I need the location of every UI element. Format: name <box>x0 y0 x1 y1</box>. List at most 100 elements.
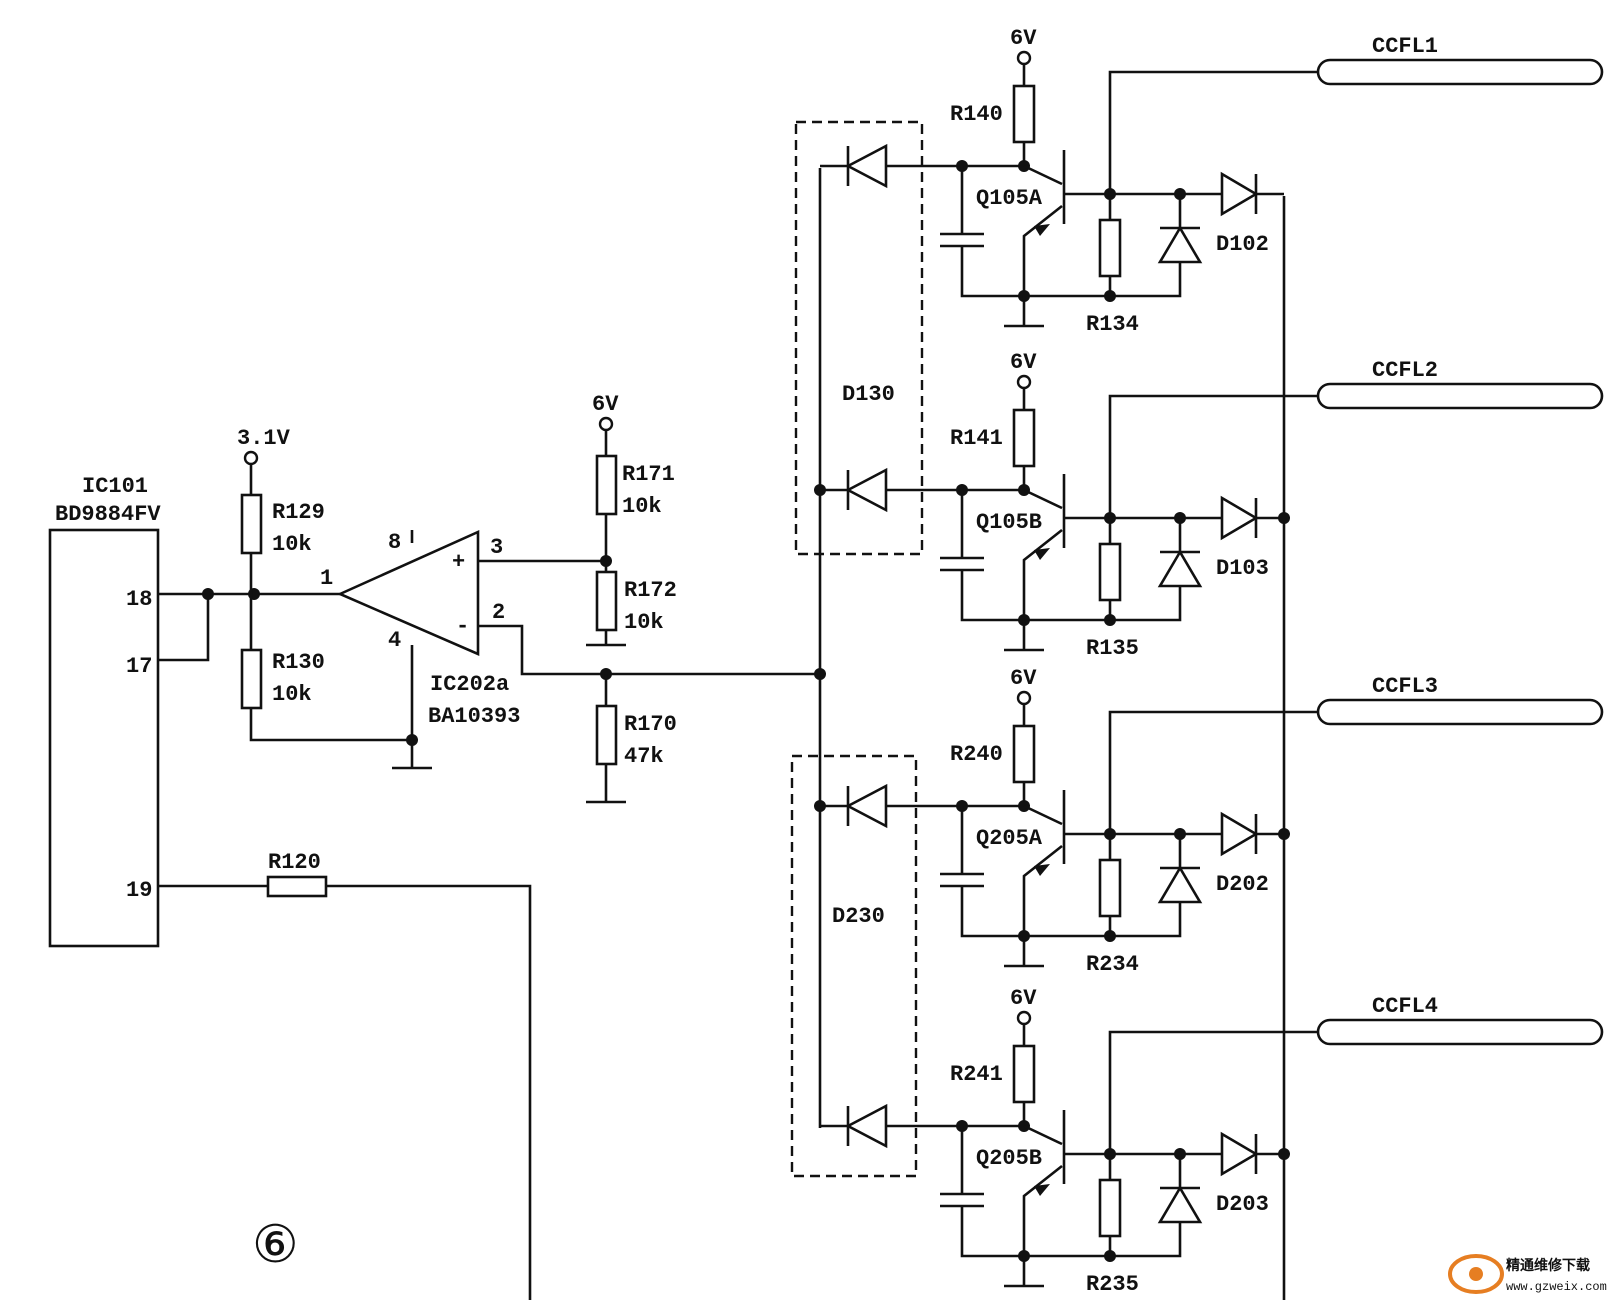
r172-ref: R172 <box>624 578 677 603</box>
collector-resistor-ref: R134 <box>1086 312 1139 337</box>
supply-label-6v: 6V <box>1010 350 1037 375</box>
opamp-name: IC202a <box>430 672 509 697</box>
r171-r172-divider: 6V R171 10k R172 10k <box>586 392 677 647</box>
figure-number: ⑥ <box>252 1215 299 1275</box>
collector-resistor-body <box>1098 858 1122 918</box>
rectifier-diode <box>1220 171 1259 217</box>
r120-body <box>266 875 328 898</box>
base-resistor-body <box>1012 84 1036 144</box>
supply-terminal-6v <box>598 416 614 432</box>
opamp-plus: + <box>452 550 465 575</box>
junction <box>600 555 612 567</box>
r129: 3.1V R129 10k <box>237 426 325 594</box>
transistor-ref: Q105A <box>976 186 1043 211</box>
base-resistor-ref: R241 <box>950 1062 1003 1087</box>
watermark-url: www.gzweix.com <box>1506 1280 1607 1294</box>
r170-body <box>595 704 618 766</box>
r172-value: 10k <box>624 610 664 635</box>
base-resistor-body <box>1012 1044 1036 1104</box>
ic101-pin-19: 19 <box>126 878 152 903</box>
junction <box>814 668 826 680</box>
opamp-pin-4: 4 <box>388 628 401 653</box>
rectifier-diode-ref: D102 <box>1216 232 1269 257</box>
collector-resistor-ref: R234 <box>1086 952 1139 977</box>
rectifier-diode-ref: D202 <box>1216 872 1269 897</box>
transistor-ref: Q205A <box>976 826 1043 851</box>
supply-terminal-6v <box>1016 690 1032 706</box>
junction <box>814 800 826 812</box>
junction <box>1278 1148 1290 1160</box>
diode-array-d130-label: D130 <box>842 382 895 407</box>
ccfl-label: CCFL4 <box>1372 994 1438 1019</box>
ccfl-lamp-icon <box>1316 382 1604 410</box>
r171-ref: R171 <box>622 462 675 487</box>
ccfl-label: CCFL1 <box>1372 34 1438 59</box>
opamp-pin-8: 8 <box>388 530 401 555</box>
opamp-pin-3: 3 <box>490 535 503 560</box>
isolation-diode <box>845 467 888 513</box>
r120-ref: R120 <box>268 850 321 875</box>
r129-body <box>240 493 263 555</box>
r129-value: 10k <box>272 532 312 557</box>
figure-number-label: ⑥ <box>252 1215 299 1275</box>
r172-body <box>595 570 618 632</box>
opamp-pin-2: 2 <box>492 600 505 625</box>
collector-resistor-ref: R135 <box>1086 636 1139 661</box>
base-resistor-ref: R140 <box>950 102 1003 127</box>
junction <box>1278 512 1290 524</box>
junction <box>814 484 826 496</box>
r129-ref: R129 <box>272 500 325 525</box>
base-resistor-ref: R240 <box>950 742 1003 767</box>
isolation-diode <box>845 1103 888 1149</box>
base-resistor-body <box>1012 408 1036 468</box>
r170: R170 47k <box>586 668 677 804</box>
ic101-body <box>48 528 160 948</box>
clamp-diode <box>1157 225 1203 264</box>
r130-ref: R130 <box>272 650 325 675</box>
isolation-diode <box>845 143 888 189</box>
ccfl-label: CCFL3 <box>1372 674 1438 699</box>
rectifier-diode-ref: D103 <box>1216 556 1269 581</box>
watermark-text: 精通维修下载 <box>1506 1257 1590 1275</box>
clamp-diode <box>1157 549 1203 588</box>
rectifier-diode <box>1220 1131 1259 1177</box>
r130: R130 10k <box>240 594 410 742</box>
diode-array-d230 <box>790 754 918 1178</box>
junction <box>1104 614 1116 626</box>
ic101-pin-18: 18 <box>126 587 152 612</box>
supply-terminal-3v1 <box>243 450 259 466</box>
base-resistor-ref: R141 <box>950 426 1003 451</box>
r170-value: 47k <box>624 744 664 769</box>
supply-label-6v: 6V <box>592 392 619 417</box>
ccfl-label: CCFL2 <box>1372 358 1438 383</box>
ccfl-lamp-icon <box>1316 1018 1604 1046</box>
ic101: IC101 BD9884FV 18 17 19 <box>48 474 161 948</box>
rectifier-diode <box>1220 811 1259 857</box>
junction <box>1278 828 1290 840</box>
rectifier-diode <box>1220 495 1259 541</box>
clamp-diode <box>1157 1185 1203 1224</box>
junction <box>202 588 214 600</box>
watermark-logo: 精通维修下载 www.gzweix.com <box>1448 1254 1607 1294</box>
ic101-pin-17: 17 <box>126 654 152 679</box>
supply-label-6v: 6V <box>1010 986 1037 1011</box>
supply-label-3v1: 3.1V <box>237 426 291 451</box>
ic101-name: IC101 <box>82 474 148 499</box>
diode-array-d130 <box>794 120 924 556</box>
collector-resistor-body <box>1098 1178 1122 1238</box>
ccfl-channels: 6VR140Q105AR134D102CCFL16VR141Q105BR135D… <box>814 26 1604 1297</box>
watermark-eye-icon <box>1448 1254 1504 1294</box>
r171-body <box>595 454 618 516</box>
r171-value: 10k <box>622 494 662 519</box>
supply-terminal-6v <box>1016 374 1032 390</box>
isolation-diode <box>845 783 888 829</box>
ccfl-lamp-icon <box>1316 698 1604 726</box>
clamp-diode <box>1157 865 1203 904</box>
diode-array-d230-label: D230 <box>832 904 885 929</box>
opamp-minus: - <box>456 614 469 639</box>
ic101-part: BD9884FV <box>55 502 161 527</box>
diode-bus: D130 D230 <box>790 120 924 1178</box>
opamp-ic202a: 1 8 4 + - 3 2 IC202a BA10393 <box>320 529 820 770</box>
collector-resistor-ref: R235 <box>1086 1272 1139 1297</box>
